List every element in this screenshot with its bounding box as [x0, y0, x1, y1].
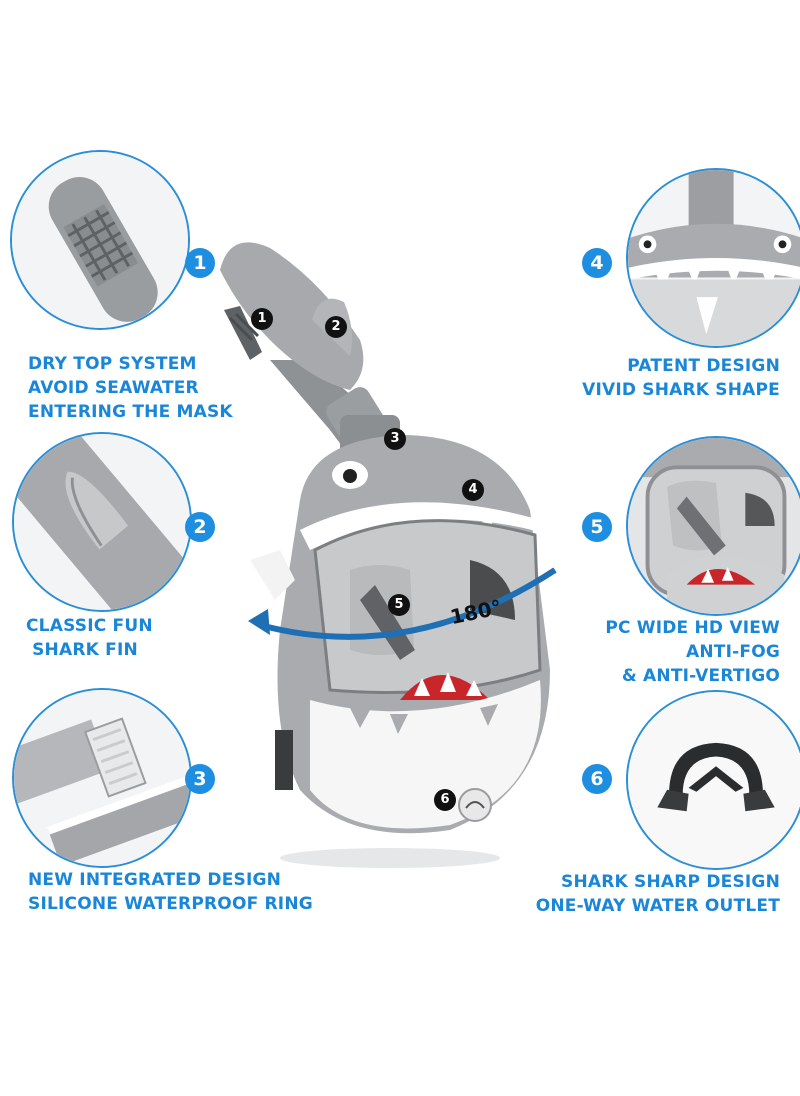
- caption-line: SHARK FIN: [26, 640, 138, 660]
- mask-marker-6: 6: [434, 789, 456, 811]
- caption-line: NEW INTEGRATED DESIGN: [28, 870, 282, 890]
- caption-line: PC WIDE HD VIEW: [605, 618, 780, 638]
- view-angle-arrow: [240, 555, 570, 665]
- caption-line: ONE-WAY WATER OUTLET: [535, 896, 780, 916]
- detail-circle-waterproof-ring: [12, 688, 192, 868]
- detail-circle-water-outlet: [626, 690, 800, 870]
- detail-circle-dry-top: [10, 150, 190, 330]
- feature-number-3: 3: [185, 764, 215, 794]
- feature-caption-5: PC WIDE HD VIEW ANTI-FOG & ANTI-VERTIGO: [605, 616, 780, 688]
- feature-number-6: 6: [582, 764, 612, 794]
- caption-line: AVOID SEAWATER: [28, 378, 199, 398]
- caption-line: PATENT DESIGN: [627, 356, 780, 376]
- detail-circle-shark-fin: [12, 432, 192, 612]
- caption-line: DRY TOP SYSTEM: [28, 354, 197, 374]
- caption-line: CLASSIC FUN: [26, 616, 153, 636]
- feature-number-4: 4: [582, 248, 612, 278]
- mask-marker-2: 2: [325, 316, 347, 338]
- feature-number-5: 5: [582, 512, 612, 542]
- feature-caption-6: SHARK SHARP DESIGN ONE-WAY WATER OUTLET: [536, 870, 780, 918]
- caption-line: ENTERING THE MASK: [28, 402, 233, 422]
- mask-marker-1: 1: [251, 308, 273, 330]
- detail-circle-wide-view: [626, 436, 800, 616]
- feature-caption-4: PATENT DESIGN VIVID SHARK SHAPE: [582, 354, 780, 402]
- feature-caption-3: NEW INTEGRATED DESIGN SILICONE WATERPROO…: [28, 868, 313, 916]
- caption-line: ANTI-FOG: [686, 642, 780, 662]
- mask-marker-3: 3: [384, 428, 406, 450]
- detail-circle-shark-shape: [626, 168, 800, 348]
- caption-line: SHARK SHARP DESIGN: [561, 872, 780, 892]
- mask-marker-4: 4: [462, 479, 484, 501]
- caption-line: SILICONE WATERPROOF RING: [28, 894, 313, 914]
- caption-line: & ANTI-VERTIGO: [621, 666, 780, 686]
- mask-marker-5: 5: [388, 594, 410, 616]
- feature-caption-2: CLASSIC FUN SHARK FIN: [26, 614, 153, 662]
- feature-caption-1: DRY TOP SYSTEM AVOID SEAWATER ENTERING T…: [28, 352, 233, 424]
- feature-number-1: 1: [185, 248, 215, 278]
- feature-number-2: 2: [185, 512, 215, 542]
- caption-line: VIVID SHARK SHAPE: [582, 380, 780, 400]
